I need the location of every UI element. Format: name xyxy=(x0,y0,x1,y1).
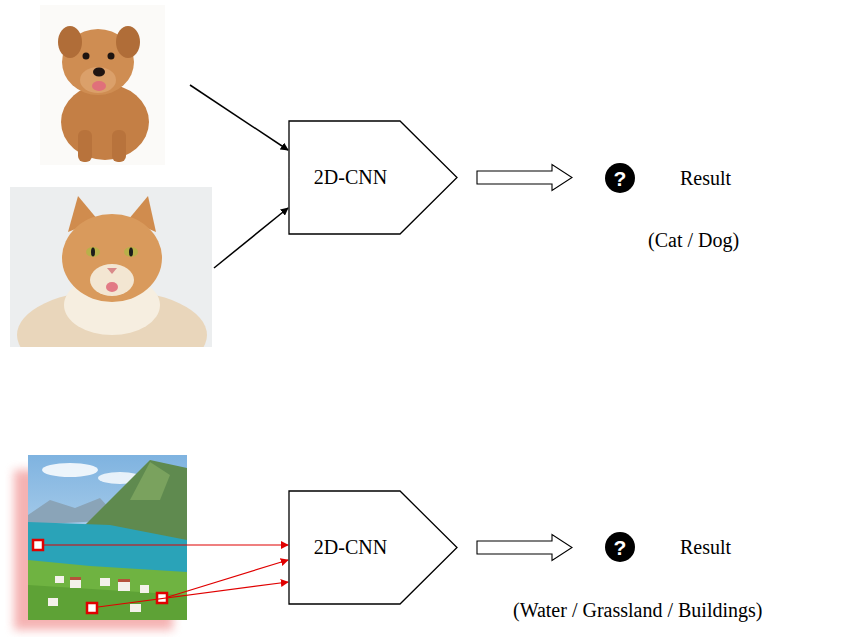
question-mark: ? xyxy=(614,168,627,189)
landscape-photo xyxy=(28,455,187,620)
result-label: (Cat / Dog) xyxy=(648,229,739,251)
sample-arrow xyxy=(168,560,288,597)
sample-arrow xyxy=(44,544,288,545)
question-mark: ? xyxy=(614,537,627,558)
hollow-arrow xyxy=(477,165,572,191)
cat-photo xyxy=(10,187,212,347)
sample-square xyxy=(33,540,43,550)
result-label: (Water / Grassland / Buildings) xyxy=(513,599,762,621)
model-name: 2D-CNN xyxy=(314,166,387,189)
result-label: Result xyxy=(680,536,731,558)
input-arrow xyxy=(190,85,288,150)
result-label: Result xyxy=(680,167,731,189)
model-box: 2D-CNN xyxy=(288,120,458,235)
result-circle: ? xyxy=(605,532,635,562)
dog-photo xyxy=(40,5,165,165)
result-circle: ? xyxy=(605,163,635,193)
model-box: 2D-CNN xyxy=(288,490,458,605)
model-name: 2D-CNN xyxy=(314,536,387,559)
hollow-arrow xyxy=(477,535,572,561)
sample-arrow xyxy=(98,582,288,607)
input-arrow xyxy=(214,208,288,268)
sample-square xyxy=(87,603,97,613)
